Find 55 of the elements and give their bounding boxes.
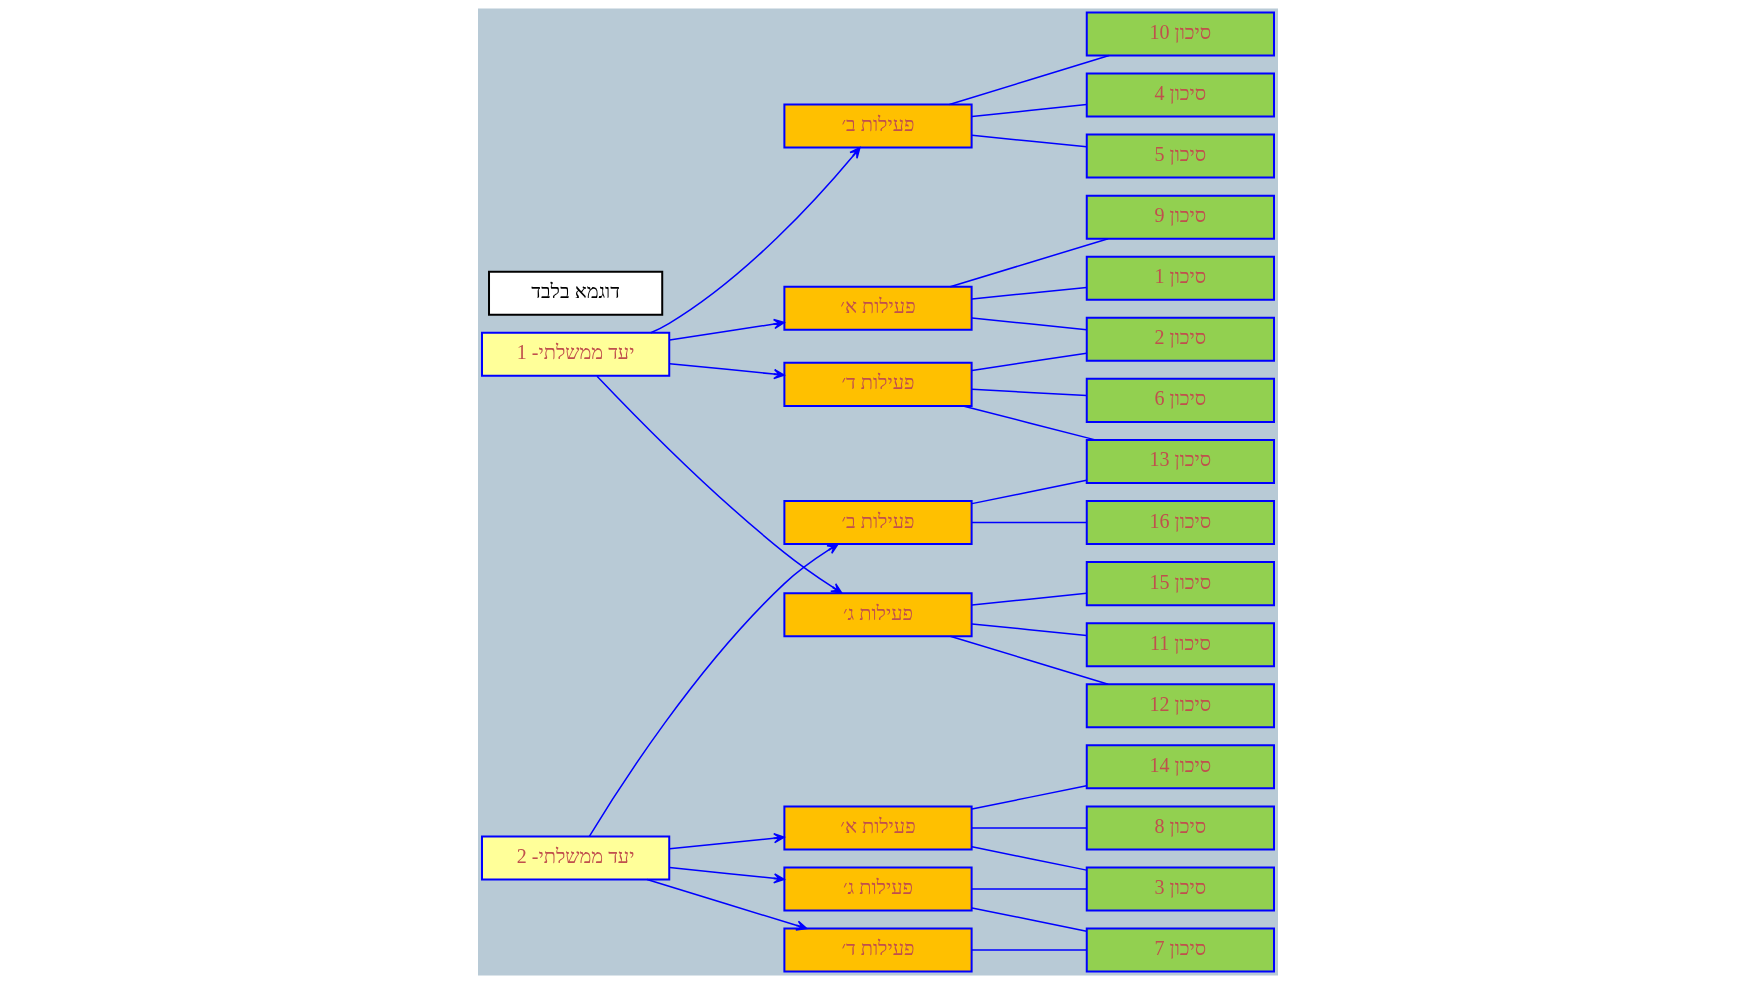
arrow xyxy=(646,878,808,931)
node-box: סיכון 7 xyxy=(1085,927,1275,973)
node-box: יעד ממשלתי- 2 xyxy=(481,835,671,881)
node-box: סיכון 9 xyxy=(1085,194,1275,240)
node-box: פעילות א׳ xyxy=(783,285,973,331)
connector xyxy=(971,479,1088,505)
node-box: סיכון 6 xyxy=(1085,377,1275,423)
node-box: סיכון 12 xyxy=(1085,683,1275,729)
connector xyxy=(971,592,1088,606)
node-box: פעילות ד׳ xyxy=(783,927,973,973)
node-box: סיכון 5 xyxy=(1085,133,1275,179)
node-box: סיכון 13 xyxy=(1085,438,1275,484)
connector xyxy=(962,405,1097,441)
node-box: סיכון 15 xyxy=(1085,561,1275,607)
connector xyxy=(949,635,1109,685)
node-box: דוגמא בלבד xyxy=(488,270,664,316)
connector xyxy=(948,54,1110,106)
connector xyxy=(971,388,1088,397)
node-box: פעילות ב׳ xyxy=(783,500,973,546)
node-box: פעילות ב׳ xyxy=(783,103,973,149)
node-box: יעד ממשלתי- 1 xyxy=(481,331,671,377)
node-box: סיכון 4 xyxy=(1085,72,1275,118)
arrow xyxy=(588,543,839,838)
connector xyxy=(949,238,1109,288)
connector xyxy=(971,352,1088,372)
connector xyxy=(971,949,1088,951)
node-box: סיכון 11 xyxy=(1085,622,1275,668)
node-box: סיכון 10 xyxy=(1085,11,1275,57)
connector xyxy=(971,907,1088,932)
connector xyxy=(971,521,1088,524)
connector xyxy=(971,103,1088,118)
arrow xyxy=(668,362,785,380)
connector xyxy=(971,846,1088,871)
arrow xyxy=(668,832,785,850)
node-box: סיכון 14 xyxy=(1085,744,1275,790)
node-box: סיכון 1 xyxy=(1085,255,1275,301)
node-box: פעילות ג׳ xyxy=(783,592,973,638)
node-box: סיכון 3 xyxy=(1085,866,1275,912)
node-box: פעילות א׳ xyxy=(783,805,973,851)
connector xyxy=(971,784,1088,810)
connector xyxy=(971,317,1088,331)
node-box: סיכון 16 xyxy=(1085,500,1275,546)
arrow xyxy=(596,375,843,594)
node-box: סיכון 8 xyxy=(1085,805,1275,851)
connector xyxy=(971,888,1088,890)
connector xyxy=(971,286,1088,300)
node-box: סיכון 2 xyxy=(1085,316,1275,362)
connector xyxy=(971,827,1088,829)
arrow xyxy=(668,318,785,341)
node-box: פעילות ד׳ xyxy=(783,361,973,407)
connector xyxy=(971,623,1088,637)
connector xyxy=(971,134,1088,148)
node-box: פעילות ג׳ xyxy=(783,866,973,912)
arrow xyxy=(668,866,785,884)
arrow xyxy=(650,146,861,334)
